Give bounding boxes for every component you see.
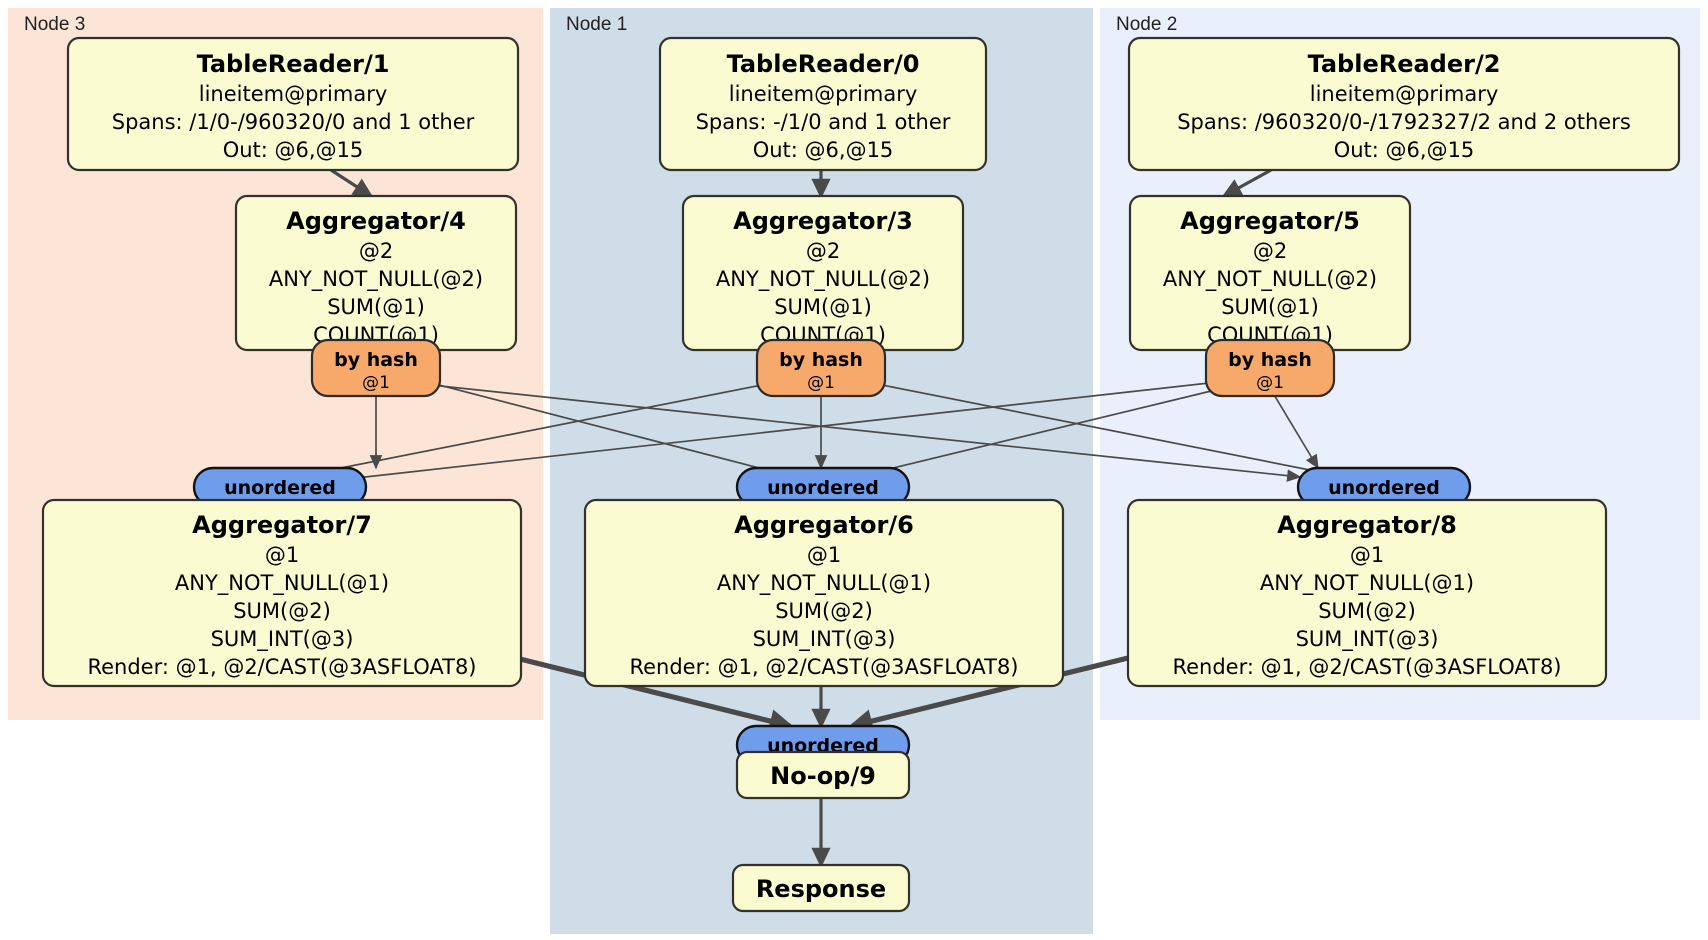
aggregator-7-line-0: @1: [265, 543, 299, 567]
edges-reader-to-agg: [330, 168, 1272, 199]
by-hash-left-sub: @1: [362, 373, 390, 393]
aggregator-4-line-0: @2: [359, 239, 393, 263]
by-hash-mid-title: by hash: [779, 349, 863, 371]
processor-tablereader-1[interactable]: TableReader/1 lineitem@primary Spans: /1…: [66, 36, 520, 172]
aggregator-8-line-2: SUM(@2): [1318, 599, 1416, 623]
aggregator-4-line-2: SUM(@1): [327, 295, 425, 319]
panel-node3-label: Node 3: [24, 14, 85, 35]
aggregator-6-line-1: ANY_NOT_NULL(@1): [717, 571, 931, 596]
aggregator-3-line-0: @2: [806, 239, 840, 263]
processor-response[interactable]: Response: [731, 863, 911, 913]
by-hash-mid-sub: @1: [807, 373, 835, 393]
aggregator-8-line-1: ANY_NOT_NULL(@1): [1260, 571, 1474, 596]
aggregator-8-title: Aggregator/8: [1277, 511, 1457, 539]
aggregator-7-line-2: SUM(@2): [233, 599, 331, 623]
tablereader-1-line-1: Spans: /1/0-/960320/0 and 1 other: [112, 110, 475, 134]
aggregator-8-line-4: Render: @1, @2/CAST(@3ASFLOAT8): [1172, 655, 1561, 679]
tablereader-1-line-2: Out: @6,@15: [223, 138, 364, 162]
aggregator-6-line-0: @1: [807, 543, 841, 567]
unordered-left-label: unordered: [224, 477, 336, 499]
aggregator-5-line-1: ANY_NOT_NULL(@2): [1163, 267, 1377, 292]
aggregator-3-title: Aggregator/3: [733, 207, 913, 235]
processor-aggregator-4[interactable]: Aggregator/4 @2 ANY_NOT_NULL(@2) SUM(@1)…: [234, 194, 518, 352]
tablereader-0-line-2: Out: @6,@15: [753, 138, 894, 162]
unordered-right-label: unordered: [1328, 477, 1440, 499]
processor-tablereader-0[interactable]: TableReader/0 lineitem@primary Spans: -/…: [658, 36, 988, 172]
by-hash-right-title: by hash: [1228, 349, 1312, 371]
synchronizer-unordered-left[interactable]: unordered: [192, 466, 368, 508]
tablereader-2-line-1: Spans: /960320/0-/1792327/2 and 2 others: [1177, 110, 1631, 134]
aggregator-6-line-3: SUM_INT(@3): [753, 627, 896, 652]
aggregator-8-line-0: @1: [1350, 543, 1384, 567]
tablereader-0-title: TableReader/0: [727, 50, 920, 78]
by-hash-right-sub: @1: [1256, 373, 1284, 393]
edges-hash-to-sync: [298, 377, 1342, 487]
aggregator-7-line-1: ANY_NOT_NULL(@1): [175, 571, 389, 596]
router-by-hash-mid[interactable]: by hash @1: [755, 338, 887, 398]
response-title: Response: [756, 875, 886, 903]
router-by-hash-left[interactable]: by hash @1: [310, 338, 442, 398]
aggregator-5-line-2: SUM(@1): [1221, 295, 1319, 319]
aggregator-3-line-2: SUM(@1): [774, 295, 872, 319]
aggregator-5-line-0: @2: [1253, 239, 1287, 263]
panel-node1-label: Node 1: [566, 14, 627, 35]
tablereader-1-line-0: lineitem@primary: [199, 82, 388, 106]
aggregator-7-line-3: SUM_INT(@3): [211, 627, 354, 652]
by-hash-left-title: by hash: [334, 349, 418, 371]
processor-aggregator-7[interactable]: Aggregator/7 @1 ANY_NOT_NULL(@1) SUM(@2)…: [41, 498, 523, 688]
unordered-mid-label: unordered: [767, 477, 879, 499]
aggregator-5-title: Aggregator/5: [1180, 207, 1360, 235]
processor-aggregator-6[interactable]: Aggregator/6 @1 ANY_NOT_NULL(@1) SUM(@2)…: [583, 498, 1065, 688]
noop-9-title: No-op/9: [770, 762, 876, 790]
aggregator-6-line-4: Render: @1, @2/CAST(@3ASFLOAT8): [629, 655, 1018, 679]
tablereader-0-line-0: lineitem@primary: [729, 82, 918, 106]
tablereader-1-title: TableReader/1: [197, 50, 390, 78]
processor-aggregator-5[interactable]: Aggregator/5 @2 ANY_NOT_NULL(@2) SUM(@1)…: [1128, 194, 1412, 352]
aggregator-4-title: Aggregator/4: [286, 207, 466, 235]
aggregator-8-line-3: SUM_INT(@3): [1296, 627, 1439, 652]
aggregator-7-title: Aggregator/7: [192, 511, 372, 539]
router-by-hash-right[interactable]: by hash @1: [1204, 338, 1336, 398]
tablereader-0-line-1: Spans: -/1/0 and 1 other: [696, 110, 951, 134]
tablereader-2-title: TableReader/2: [1308, 50, 1501, 78]
synchronizer-unordered-mid[interactable]: unordered: [735, 466, 911, 508]
edges-to-final-sync: [515, 655, 1129, 733]
aggregator-4-line-1: ANY_NOT_NULL(@2): [269, 267, 483, 292]
aggregator-6-line-2: SUM(@2): [775, 599, 873, 623]
processor-noop-9[interactable]: No-op/9: [735, 750, 911, 800]
aggregator-7-line-4: Render: @1, @2/CAST(@3ASFLOAT8): [87, 655, 476, 679]
synchronizer-unordered-right[interactable]: unordered: [1296, 466, 1472, 508]
tablereader-2-line-2: Out: @6,@15: [1334, 138, 1475, 162]
aggregator-6-title: Aggregator/6: [734, 511, 914, 539]
aggregator-3-line-1: ANY_NOT_NULL(@2): [716, 267, 930, 292]
processor-aggregator-8[interactable]: Aggregator/8 @1 ANY_NOT_NULL(@1) SUM(@2)…: [1126, 498, 1608, 688]
panel-node2-label: Node 2: [1116, 14, 1177, 35]
tablereader-2-line-0: lineitem@primary: [1310, 82, 1499, 106]
processor-aggregator-3[interactable]: Aggregator/3 @2 ANY_NOT_NULL(@2) SUM(@1)…: [681, 194, 965, 352]
processor-tablereader-2[interactable]: TableReader/2 lineitem@primary Spans: /9…: [1127, 36, 1681, 172]
